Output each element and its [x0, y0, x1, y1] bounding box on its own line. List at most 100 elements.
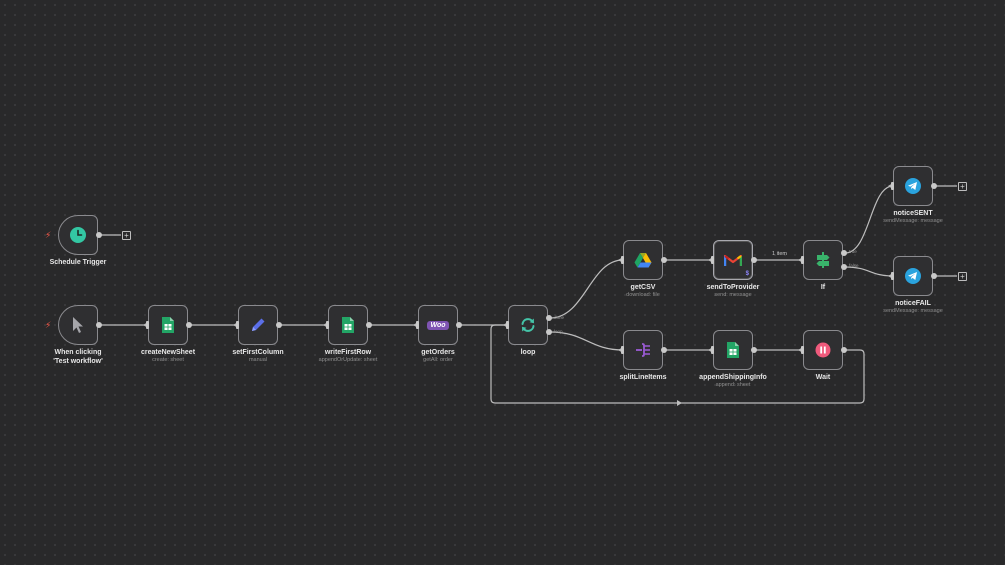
node-subtitle: getAll: order	[423, 357, 453, 363]
node-subtitle: manual	[248, 357, 268, 363]
node-label: When clicking 'Test workflow'	[53, 349, 103, 365]
output-handle[interactable]	[931, 273, 937, 279]
node-label: loop	[520, 349, 536, 356]
output-label-true: true	[849, 249, 857, 254]
output-handle[interactable]	[931, 183, 937, 189]
input-handle[interactable]	[326, 321, 329, 329]
node-label: If	[820, 284, 826, 291]
google-sheets-icon	[342, 317, 354, 333]
google-sheets-icon	[162, 317, 174, 333]
pencil-icon	[252, 318, 265, 331]
if-icon	[816, 252, 830, 268]
edge-if-noticefail[interactable]	[844, 266, 894, 277]
node-label: Wait	[815, 374, 831, 381]
input-handle[interactable]	[801, 256, 804, 264]
output-handle-true[interactable]	[841, 250, 847, 256]
input-handle[interactable]	[711, 256, 714, 264]
node-subtitle: sendMessage: message	[883, 218, 943, 224]
clock-icon	[70, 227, 86, 243]
input-handle[interactable]	[506, 321, 509, 329]
node-label: createNewSheet	[140, 349, 196, 356]
output-label-loop: loop	[554, 329, 563, 334]
output-handle-loop[interactable]	[546, 329, 552, 335]
node-get-orders[interactable]: Woo	[418, 305, 458, 345]
trigger-bolt-icon: ⚡	[45, 320, 52, 330]
output-handle-done[interactable]	[546, 315, 552, 321]
node-label: splitLineItems	[619, 374, 667, 381]
telegram-icon	[905, 178, 921, 194]
output-handle[interactable]	[751, 257, 757, 263]
woocommerce-icon: Woo	[427, 320, 449, 330]
node-create-new-sheet[interactable]	[148, 305, 188, 345]
output-label-false: false	[849, 263, 859, 268]
loop-icon	[521, 318, 535, 332]
input-handle[interactable]	[236, 321, 239, 329]
node-subtitle: send: message	[714, 292, 752, 298]
edge-item-count: 1 item	[772, 251, 787, 257]
node-subtitle: sendMessage: message	[883, 308, 943, 314]
edge-loop-splitlineitems[interactable]	[549, 331, 624, 351]
node-subtitle: download: file	[626, 292, 660, 298]
gmail-icon	[724, 254, 742, 266]
add-node-button[interactable]: +	[122, 231, 131, 240]
node-label: getOrders	[421, 349, 455, 356]
pending-icon: $	[745, 271, 749, 277]
node-label: noticeFAIL	[895, 300, 931, 307]
input-handle[interactable]	[891, 272, 894, 280]
node-label: Schedule Trigger	[49, 259, 107, 266]
node-subtitle: create: sheet	[152, 357, 184, 363]
telegram-icon	[905, 268, 921, 284]
google-drive-icon	[634, 253, 652, 268]
node-get-csv[interactable]	[623, 240, 663, 280]
split-icon	[636, 343, 650, 357]
node-label: appendShippingInfo	[699, 374, 767, 381]
input-handle[interactable]	[801, 346, 804, 354]
input-handle[interactable]	[711, 346, 714, 354]
output-handle[interactable]	[661, 257, 667, 263]
output-handle[interactable]	[751, 347, 757, 353]
node-label: writeFirstRow	[324, 349, 372, 356]
node-subtitle: append: sheet	[715, 382, 751, 388]
node-label: setFirstColumn	[232, 349, 284, 356]
add-node-button[interactable]: +	[958, 272, 967, 281]
pause-icon	[815, 342, 831, 358]
edge-loop-getcsv[interactable]	[549, 259, 624, 319]
output-handle[interactable]	[276, 322, 282, 328]
output-handle[interactable]	[456, 322, 462, 328]
node-if[interactable]	[803, 240, 843, 280]
input-handle[interactable]	[891, 182, 894, 190]
node-set-first-column[interactable]	[238, 305, 278, 345]
node-label: sendToProvider	[706, 284, 760, 291]
output-handle[interactable]	[96, 232, 102, 238]
output-label-done: done	[554, 315, 565, 320]
node-schedule-trigger[interactable]	[58, 215, 98, 255]
node-manual-trigger[interactable]	[58, 305, 98, 345]
output-handle[interactable]	[661, 347, 667, 353]
node-write-first-row[interactable]	[328, 305, 368, 345]
trigger-bolt-icon: ⚡	[45, 230, 52, 240]
node-loop[interactable]	[508, 305, 548, 345]
node-send-to-provider[interactable]: $	[713, 240, 753, 280]
output-handle-false[interactable]	[841, 264, 847, 270]
add-node-button[interactable]: +	[958, 182, 967, 191]
input-handle[interactable]	[146, 321, 149, 329]
node-wait[interactable]	[803, 330, 843, 370]
output-handle[interactable]	[96, 322, 102, 328]
node-split-line-items[interactable]	[623, 330, 663, 370]
node-notice-fail[interactable]	[893, 256, 933, 296]
node-append-shipping-info[interactable]	[713, 330, 753, 370]
google-sheets-icon	[727, 342, 739, 358]
node-subtitle: appendOrUpdate: sheet	[318, 357, 378, 363]
output-handle[interactable]	[841, 347, 847, 353]
input-handle[interactable]	[621, 256, 624, 264]
input-handle[interactable]	[416, 321, 419, 329]
edge-if-noticesent[interactable]	[844, 185, 894, 254]
output-handle[interactable]	[186, 322, 192, 328]
cursor-icon	[73, 317, 83, 333]
node-label: getCSV	[630, 284, 656, 291]
output-handle[interactable]	[366, 322, 372, 328]
node-notice-sent[interactable]	[893, 166, 933, 206]
node-label: noticeSENT	[893, 210, 933, 217]
input-handle[interactable]	[621, 346, 624, 354]
